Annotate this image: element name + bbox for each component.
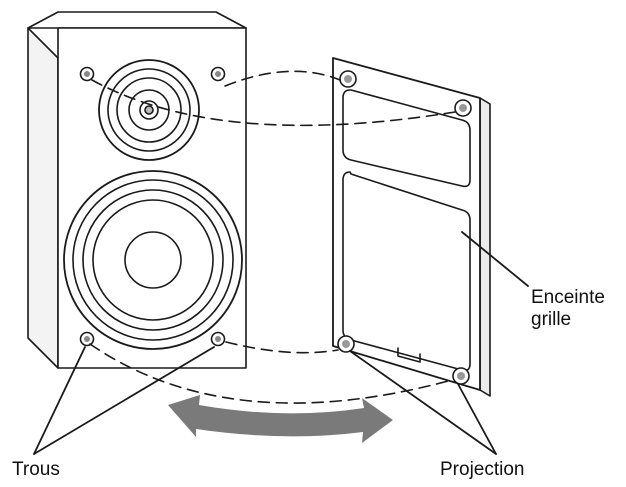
grille-label: Enceinte grille xyxy=(531,287,605,331)
cabinet-top-face xyxy=(27,11,247,29)
guide-top-left xyxy=(91,79,456,127)
speaker-grille-panel xyxy=(332,57,491,397)
grille-front xyxy=(332,57,481,391)
guide-bottom-left xyxy=(89,343,453,404)
cabinet-side-face xyxy=(27,27,59,369)
curved-double-arrow-icon xyxy=(168,395,393,443)
leader-trous-right xyxy=(33,346,215,455)
leader-grille xyxy=(461,231,529,287)
projection-top-left xyxy=(339,70,357,88)
hole-bottom-left xyxy=(79,331,95,347)
guide-top-right xyxy=(224,70,341,87)
grille-upper-frame xyxy=(342,89,471,188)
holes-label: Trous xyxy=(12,459,60,480)
mounting-holes xyxy=(79,66,226,347)
leader-projection-left xyxy=(349,350,497,455)
tweeter xyxy=(98,59,200,161)
grille-projections xyxy=(337,70,472,385)
leader-lines xyxy=(33,231,529,455)
speaker-cabinet xyxy=(27,11,247,369)
projection-label: Projection xyxy=(440,459,525,480)
leader-trous-left xyxy=(33,346,86,455)
leader-projection-right xyxy=(457,383,497,455)
projection-bottom-right xyxy=(452,367,470,385)
hole-top-left xyxy=(79,66,95,82)
grille-label-line2: grille xyxy=(531,309,572,330)
projection-bottom-left xyxy=(337,335,355,353)
hole-bottom-right xyxy=(210,331,226,347)
projection-top-right xyxy=(454,99,472,117)
grille-bottom-notch xyxy=(397,347,421,363)
woofer xyxy=(63,170,243,350)
guide-bottom-right xyxy=(225,341,339,354)
alignment-guides xyxy=(89,70,456,404)
hole-top-right xyxy=(210,66,226,82)
grille-label-line1: Enceinte xyxy=(531,287,605,308)
